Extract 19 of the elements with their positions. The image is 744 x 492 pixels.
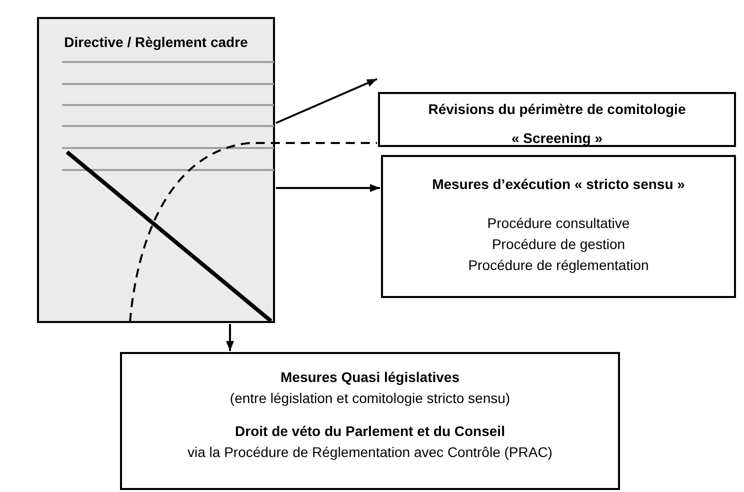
procedure-item: Procédure de gestion <box>490 235 626 254</box>
procedure-item: Procédure consultative <box>486 214 631 233</box>
box-heading: Révisions du périmètre de comitologie <box>427 100 687 119</box>
quasi-legislative-box <box>120 352 620 490</box>
box-subheading: « Screening » <box>510 129 604 148</box>
document-box <box>37 17 275 323</box>
revision-box <box>378 92 736 147</box>
arrow <box>276 184 380 192</box>
arrow <box>226 324 234 351</box>
dashed-line <box>129 142 377 322</box>
arrow <box>276 78 378 124</box>
execution-box <box>381 155 736 298</box>
box-heading: Droit de véto du Parlement et du Conseil <box>234 422 506 441</box>
procedure-item: Procédure de réglementation <box>467 256 650 275</box>
box-heading: Mesures d’exécution « stricto sensu » <box>431 175 686 194</box>
box-note: via la Procédure de Réglementation avec Contrôle (PRAC) <box>186 443 554 462</box>
document-title: Directive / Règlement cadre <box>63 33 249 52</box>
box-note: (entre législation et comitologie stricto sensu) <box>228 389 512 408</box>
box-heading: Mesures Quasi législatives <box>280 368 460 387</box>
